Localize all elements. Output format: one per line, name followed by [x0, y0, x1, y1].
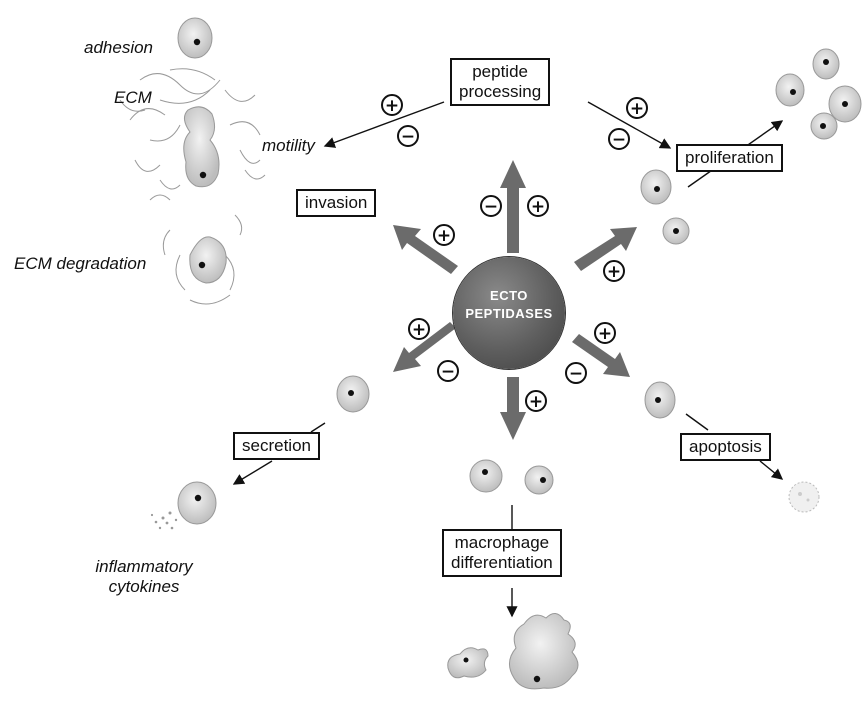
cells-before-proliferation [640, 169, 690, 245]
cell-ecm-degradation [189, 236, 227, 284]
cell-motile [183, 106, 220, 188]
hub-label-line1: ECTO [490, 288, 528, 303]
cell-apoptosis-before [644, 381, 676, 419]
cell-apoptotic [788, 481, 820, 513]
box-proliferation: proliferation [676, 144, 783, 172]
cells-monocytes [469, 459, 554, 495]
plus-sign: + [408, 318, 430, 340]
arrow-upleft [393, 225, 458, 274]
cells-macrophages [447, 613, 579, 690]
cytokines-line2: cytokines [108, 577, 180, 596]
label-motility: motility [262, 136, 315, 155]
box-apoptosis: apoptosis [680, 433, 771, 461]
arrow-secretion-out [232, 460, 273, 485]
hub-label: ECTO PEPTIDASES [453, 287, 565, 323]
plus-sign: + [594, 322, 616, 344]
minus-sign: − [480, 195, 502, 217]
minus-sign: − [437, 360, 459, 382]
minus-sign: − [565, 362, 587, 384]
arrow-down [500, 377, 526, 440]
ecm-fibers [119, 68, 266, 305]
minus-sign: − [608, 128, 630, 150]
plus-sign: + [525, 390, 547, 412]
macrophage-line2: differentiation [451, 553, 553, 572]
box-invasion: invasion [296, 189, 377, 217]
inflammatory-line1: inflammatory [95, 557, 193, 576]
cells-proliferated [775, 48, 862, 140]
hub-arrows [393, 160, 637, 440]
hub-label-line2: PEPTIDASES [465, 306, 553, 321]
plus-sign: + [381, 94, 403, 116]
arrow-downleft [393, 322, 456, 372]
cell-secreting [150, 481, 217, 530]
arrow-to-motility [323, 101, 445, 148]
cell-secretion-before [336, 375, 370, 413]
peptide-processing-line2: processing [459, 82, 542, 101]
plus-sign: + [626, 97, 648, 119]
label-ecm: ECM [114, 88, 152, 107]
line-secretion-in [310, 422, 326, 433]
arrow-up [500, 160, 526, 253]
label-adhesion: adhesion [84, 38, 154, 57]
plus-sign: + [433, 224, 455, 246]
box-peptide-processing: peptide processing [450, 58, 551, 106]
peptide-processing-line1: peptide [472, 62, 528, 81]
ectopeptidases-hub: ECTO PEPTIDASES [453, 257, 565, 369]
line-apoptosis-in [685, 413, 709, 431]
arrow-upright [574, 227, 637, 271]
minus-sign: − [397, 125, 419, 147]
cell-adhesion [177, 17, 213, 59]
box-secretion: secretion [233, 432, 320, 460]
arrow-to-proliferation [587, 101, 672, 149]
plus-sign: + [603, 260, 625, 282]
arrow-downright [572, 334, 630, 377]
plus-sign: + [527, 195, 549, 217]
box-macrophage-differentiation: macrophage differentiation [442, 529, 562, 577]
arrow-apoptosis-out [759, 460, 784, 480]
label-ecm-degradation: ECM degradation [14, 254, 147, 273]
label-inflammatory-cytokines: inflammatory cytokines [84, 557, 204, 597]
macrophage-line1: macrophage [454, 533, 550, 552]
